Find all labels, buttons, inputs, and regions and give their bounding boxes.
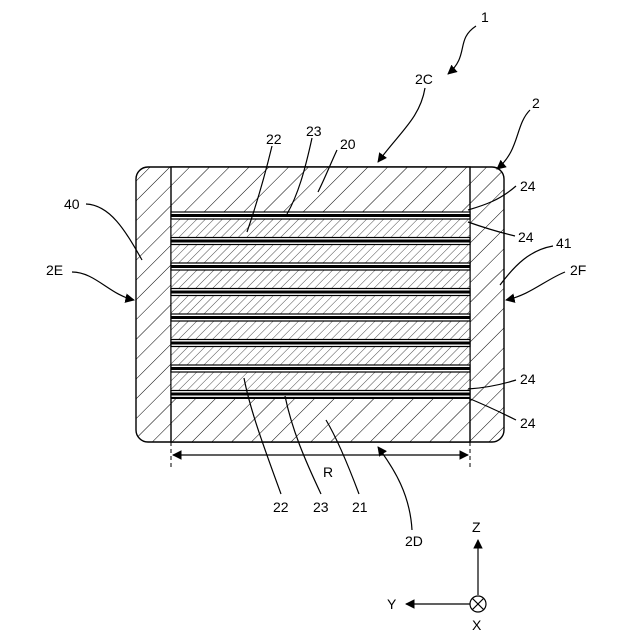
label-dielectric-top: 22 [266,131,282,147]
label-component: 1 [481,9,489,25]
leader-left-end [72,272,134,300]
label-electrode-top: 23 [306,123,322,139]
label-top-surface: 2C [415,71,433,87]
label-connection-1: 24 [520,178,536,194]
label-region: R [323,464,333,480]
leader-left-electrode [86,204,142,260]
label-lower-cover: 21 [352,499,368,515]
label-right-electrode: 41 [556,235,572,251]
label-dielectric-bottom: 22 [273,499,289,515]
label-connection-4: 24 [520,415,536,431]
leader-top-surface [378,88,425,162]
label-left-end: 2E [46,262,63,278]
laminated-layers [171,212,470,399]
label-connection-2: 24 [518,229,534,245]
z-axis-label: Z [472,519,481,535]
leader-component [448,26,476,74]
leader-right-electrode [500,246,553,285]
label-left-electrode: 40 [64,196,80,212]
label-connection-3: 24 [520,371,536,387]
leader-body [497,110,530,169]
label-body: 2 [532,95,540,111]
label-right-end: 2F [570,262,586,278]
leader-bottom-surface [378,447,412,530]
x-axis-label: X [472,617,482,633]
y-axis-label: Y [387,596,397,612]
label-bottom-surface: 2D [405,533,423,549]
label-upper-cover: 20 [340,136,356,152]
leader-right-end [506,272,565,300]
label-electrode-bottom: 23 [313,499,329,515]
coordinate-axes: Z Y X [387,519,486,633]
